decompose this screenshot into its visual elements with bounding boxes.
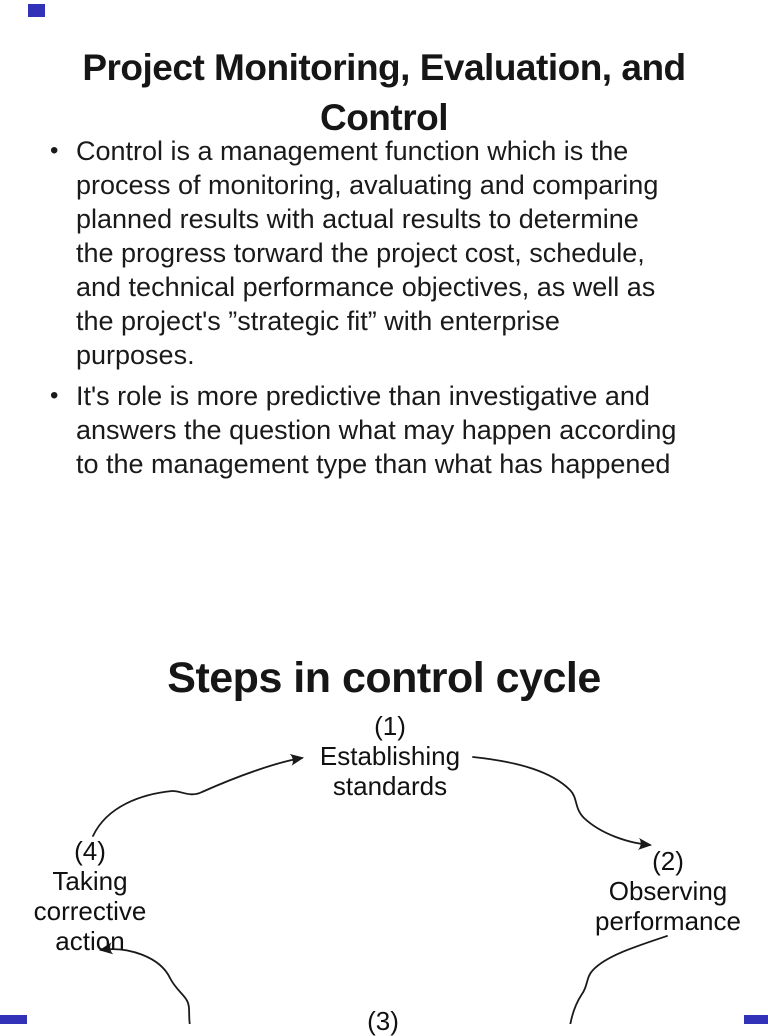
arrow-step2-to-step3 [569,935,668,1024]
arrow-step3-to-step4 [99,942,191,1024]
viewer-corner-mark-top-left [28,4,45,17]
viewer-corner-mark-bottom-left [0,1015,27,1024]
cycle-node-establishing-standards: (1) Establishing standards [319,711,461,801]
bullet-item-control-definition: Control is a management function which i… [49,134,729,372]
bullet-item-role-predictive: It's role is more predictive than invest… [49,379,729,481]
slide-title: Project Monitoring, Evaluation, and Cont… [82,46,686,138]
viewer-corner-mark-bottom-right [744,1015,768,1024]
cycle-node-observing-performance: (2) Observing performance [595,846,741,936]
bullet-list: Control is a management function which i… [49,134,729,481]
bullet-text: Control is a management function which i… [76,136,659,370]
cycle-node-taking-corrective-action: (4) Taking corrective action [33,836,147,956]
cycle-node-step-3: (3) [367,1006,399,1036]
cycle-slide-title: Steps in control cycle [167,653,601,702]
bullet-text: It's role is more predictive than invest… [76,381,677,479]
